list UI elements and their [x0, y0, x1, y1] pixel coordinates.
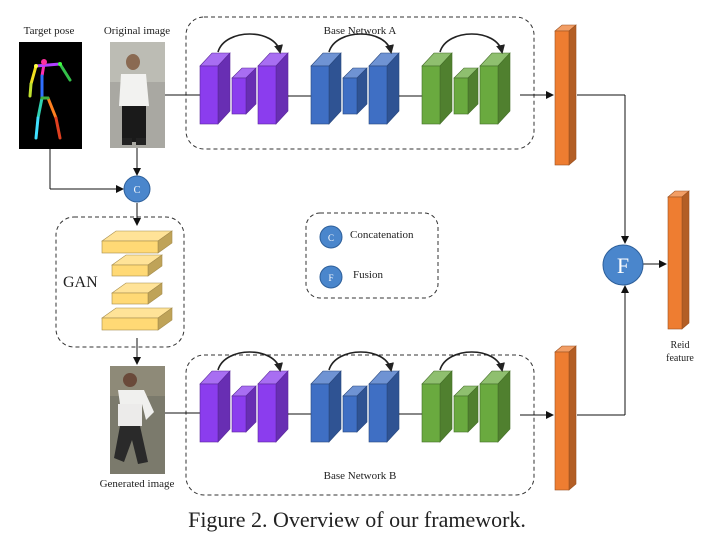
net-a-stage3-block-1 — [421, 52, 453, 125]
net-b-stage1-block-1 — [199, 370, 231, 443]
target-pose-label: Target pose — [23, 25, 75, 37]
generated-image-label: Generated image — [99, 478, 175, 490]
base-network-b-label: Base Network B — [323, 470, 397, 482]
gan-box — [55, 216, 185, 348]
base-network-a-blocks — [199, 33, 511, 125]
net-b-stage1-skip-arc — [217, 351, 283, 372]
fusion-node-symbol: F — [617, 253, 629, 278]
net-a-stage3-skip-arc — [439, 33, 505, 54]
legend-concat-label: Concatenation — [350, 229, 414, 241]
net-a-stage1-block-2 — [231, 67, 257, 115]
original-image — [110, 42, 165, 148]
base-network-a-label: Base Network A — [323, 25, 397, 37]
base-network-a-box — [185, 16, 535, 150]
net-b-stage3 — [421, 351, 511, 443]
feature-bar-b — [554, 345, 577, 491]
net-b-stage2-block-2 — [342, 385, 368, 433]
net-a-stage2-block-2 — [342, 67, 368, 115]
net-a-stage2-block-3 — [368, 52, 400, 125]
net-b-stage1-block-2 — [231, 385, 257, 433]
feature-bar-a — [554, 24, 577, 166]
gan-blocks — [101, 230, 173, 331]
legend-concat-circle: C — [319, 225, 343, 249]
figure-caption: Figure 2. Overview of our framework. — [188, 507, 526, 532]
fusion-node: F — [602, 244, 644, 286]
net-a-stage1-block-3 — [257, 52, 289, 125]
net-b-stage3-block-1 — [421, 370, 453, 443]
concat-node-symbol: C — [134, 185, 141, 196]
reid-feature-label-line2: feature — [666, 353, 694, 364]
net-a-stage2 — [310, 33, 422, 125]
net-a-stage3 — [421, 33, 511, 125]
net-b-stage2 — [310, 351, 422, 443]
legend-fusion-label: Fusion — [353, 269, 383, 281]
net-b-stage1 — [199, 351, 311, 443]
reid-feature-bar — [667, 190, 690, 330]
net-a-stage2-block-1 — [310, 52, 342, 125]
base-network-b-box — [185, 354, 535, 496]
net-a-stage1-block-1 — [199, 52, 231, 125]
net-a-stage3-block-3 — [479, 52, 511, 125]
gan-block-1 — [101, 230, 173, 254]
generated-image — [110, 366, 165, 474]
target-pose-image — [19, 42, 82, 149]
net-b-stage3-skip-arc — [439, 351, 505, 372]
net-a-stage3-block-2 — [453, 67, 479, 115]
connections — [49, 91, 667, 419]
net-b-stage2-block-3 — [368, 370, 400, 443]
base-network-b-blocks — [199, 351, 511, 443]
gan-block-2 — [111, 254, 163, 277]
concat-node: C — [123, 175, 151, 203]
original-image-label: Original image — [103, 25, 171, 37]
net-a-stage1 — [199, 33, 311, 125]
legend-fusion-symbol: F — [328, 273, 333, 283]
legend-fusion-circle: F — [319, 265, 343, 289]
legend-concat-symbol: C — [328, 233, 334, 243]
net-a-stage2-skip-arc — [328, 33, 394, 54]
net-b-stage2-skip-arc — [328, 351, 394, 372]
net-b-stage2-block-1 — [310, 370, 342, 443]
net-b-stage3-block-3 — [479, 370, 511, 443]
legend-box — [305, 212, 439, 299]
net-a-stage1-skip-arc — [217, 33, 283, 54]
net-b-stage3-block-2 — [453, 385, 479, 433]
gan-label: GAN — [63, 274, 98, 291]
net-b-stage1-block-3 — [257, 370, 289, 443]
feature-bars — [554, 24, 690, 491]
gan-block-3 — [111, 282, 163, 305]
gan-block-4 — [101, 307, 173, 331]
reid-feature-label-line1: Reid — [670, 340, 690, 351]
